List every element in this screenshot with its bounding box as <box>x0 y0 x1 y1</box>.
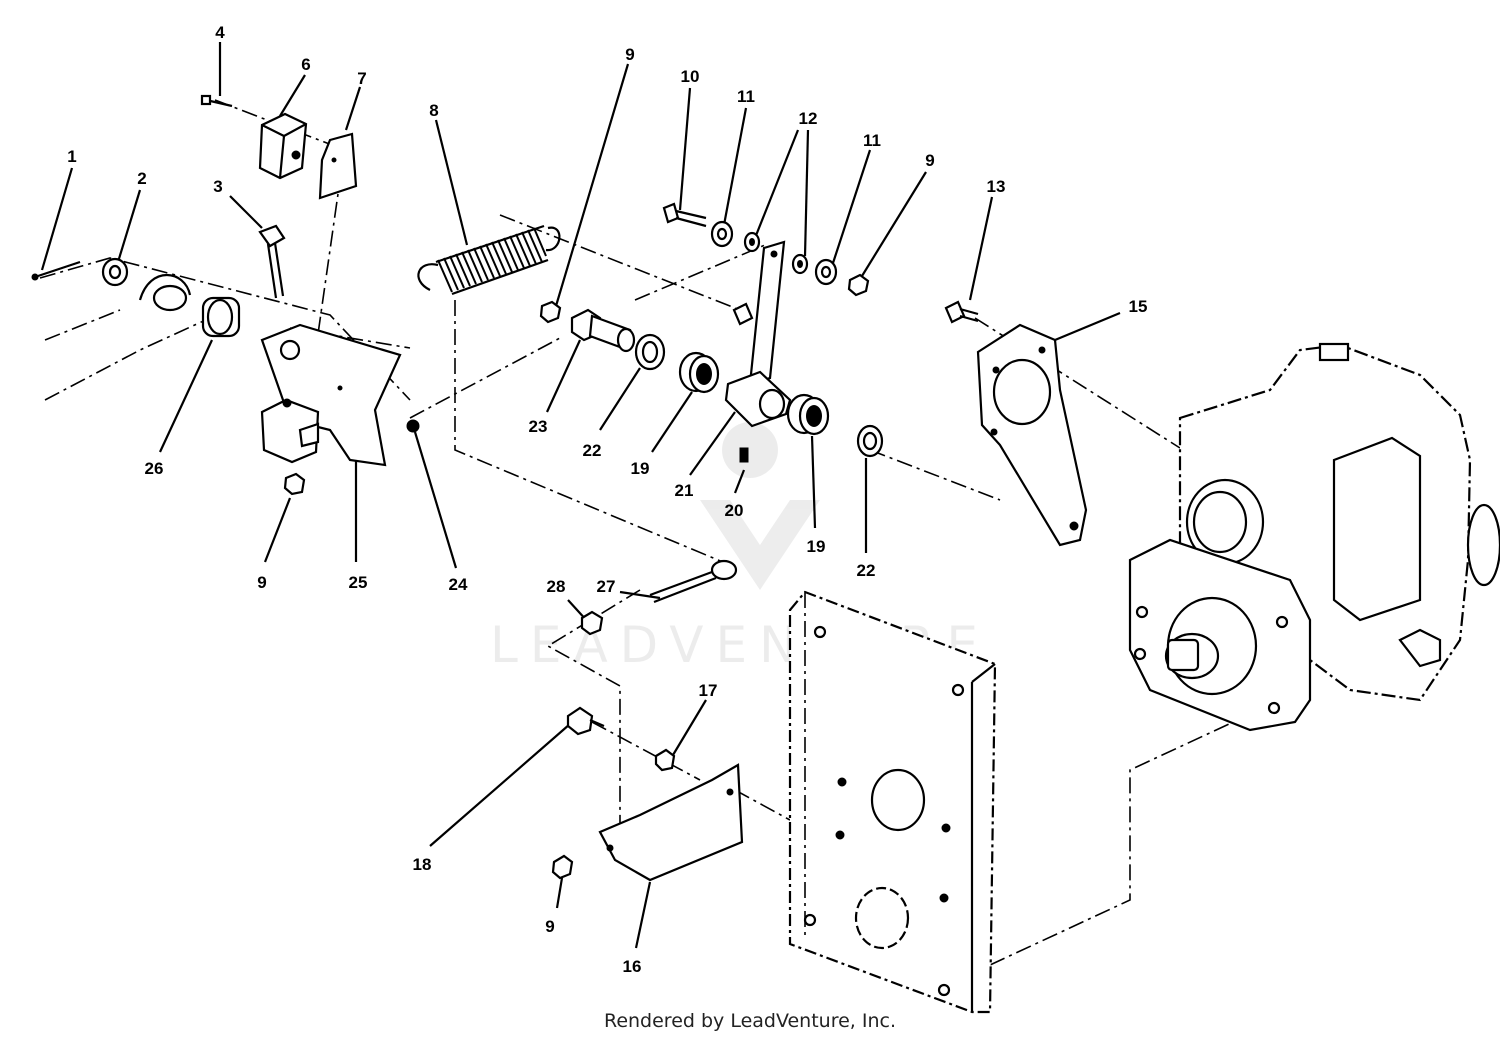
callout-9-top-left: 9 <box>625 45 634 64</box>
part-8-spring <box>417 224 561 296</box>
callout-11-left: 11 <box>737 87 755 106</box>
part-18-bolt <box>566 706 605 736</box>
callout-13: 13 <box>987 177 1006 196</box>
callout-17: 17 <box>699 681 718 700</box>
callout-22-right: 22 <box>857 561 876 580</box>
callout-21: 21 <box>675 481 694 500</box>
part-9-nut-right <box>847 273 870 297</box>
part-7-plate <box>318 132 358 200</box>
callout-6: 6 <box>301 55 310 74</box>
part-23-shoulder-bolt <box>570 308 636 353</box>
hydro-pump <box>1128 342 1500 732</box>
part-2-washer <box>101 257 129 287</box>
control-shaft-end <box>138 273 192 312</box>
callout-19-right: 19 <box>807 537 826 556</box>
callout-15: 15 <box>1129 297 1148 316</box>
watermark-logo <box>700 422 820 590</box>
callout-2: 2 <box>137 169 146 188</box>
callout-12: 12 <box>799 109 818 128</box>
part-22-washer-right <box>856 424 884 458</box>
part-20-set-screw <box>739 447 749 463</box>
callout-24: 24 <box>449 575 468 594</box>
part-26-bushing <box>201 296 241 338</box>
part-27-eye-bolt <box>649 559 738 604</box>
part-6-clamp-block <box>258 112 308 180</box>
mounting-plate <box>788 590 997 1014</box>
part-10-bolt <box>662 202 707 228</box>
callouts: 1 2 3 4 6 7 8 9 10 11 12 11 9 13 15 26 2… <box>67 23 1147 976</box>
part-4-screw <box>200 94 233 108</box>
part-13-bolt <box>944 300 979 324</box>
part-25-clamp-block <box>260 398 320 464</box>
part-19-bearing-right <box>786 393 830 436</box>
callout-4: 4 <box>215 23 225 42</box>
callout-9-top-right: 9 <box>925 151 934 170</box>
callout-25: 25 <box>349 573 368 592</box>
arm-pivot-stud <box>732 302 754 326</box>
callout-10: 10 <box>681 67 700 86</box>
callout-1: 1 <box>67 147 76 166</box>
part-22-washer-left <box>634 333 666 371</box>
part-25-lever-plate <box>260 323 402 467</box>
part-21-arm <box>724 240 792 428</box>
callout-19-left: 19 <box>631 459 650 478</box>
part-24-ball <box>406 419 420 433</box>
part-11-washer-a <box>710 220 734 248</box>
part-12-lock-washer-b <box>791 253 809 275</box>
callout-23: 23 <box>529 417 548 436</box>
part-12-lock-washer-a <box>743 231 761 253</box>
callout-9-bottom: 9 <box>545 917 554 936</box>
part-9-nut-bottom <box>551 854 574 880</box>
callout-20: 20 <box>725 501 744 520</box>
callout-16: 16 <box>623 957 642 976</box>
part-17-nut <box>654 748 676 772</box>
part-9-nut-left <box>283 472 306 496</box>
callout-3: 3 <box>213 177 222 196</box>
footer-credit: Rendered by LeadVenture, Inc. <box>603 1010 897 1032</box>
callout-18: 18 <box>413 855 432 874</box>
part-9-nut-mid <box>539 300 562 324</box>
callout-28: 28 <box>547 577 566 596</box>
callout-7: 7 <box>357 69 366 88</box>
callout-26: 26 <box>145 459 164 478</box>
callout-8: 8 <box>429 101 438 120</box>
part-19-bearing-left <box>678 351 720 394</box>
leader-lines <box>40 42 1121 949</box>
part-3-bolt <box>258 224 286 299</box>
callout-9-left: 9 <box>257 573 266 592</box>
part-16-bracket <box>598 763 744 882</box>
part-15-mounting-bracket <box>976 323 1088 547</box>
part-28-nut <box>580 610 604 636</box>
callout-11-right: 11 <box>863 131 881 150</box>
callout-22-left: 22 <box>583 441 602 460</box>
part-11-washer-b <box>814 258 838 286</box>
part-1-cotter-pin <box>31 260 81 281</box>
callout-27: 27 <box>597 577 616 596</box>
